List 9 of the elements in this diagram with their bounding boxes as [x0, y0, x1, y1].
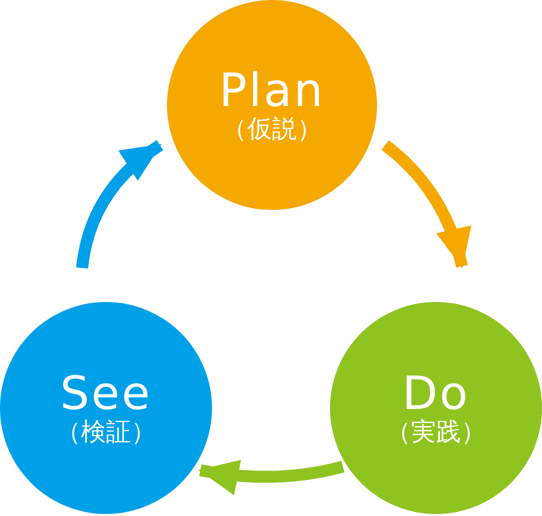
step-subtitle: （仮説） — [222, 114, 322, 144]
step-title: Do — [402, 368, 470, 418]
curved-arrow — [381, 140, 470, 268]
step-subtitle: （実践） — [386, 417, 486, 448]
step-subtitle: （検証） — [56, 417, 156, 448]
curved-arrow — [198, 459, 344, 495]
curved-arrow — [76, 140, 164, 269]
step-title: See — [60, 368, 152, 418]
step-title: Plan — [219, 66, 325, 114]
